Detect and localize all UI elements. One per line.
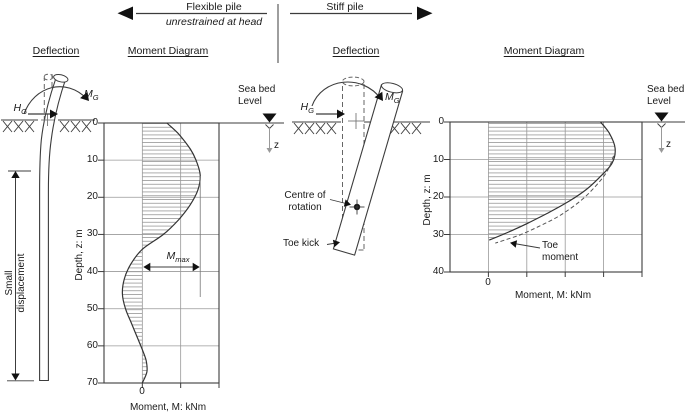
flexible-plot-moment-curve xyxy=(121,122,201,384)
z-axis-label-right: z xyxy=(666,139,671,150)
toe-moment-leader xyxy=(513,243,541,249)
stiff-pile-original-cap xyxy=(341,76,365,87)
seabed-right-triangle-icon xyxy=(654,112,669,122)
seabed-left-figure-hatch xyxy=(70,120,81,133)
sea-bed-label-right: Sea bed xyxy=(647,84,685,95)
stiff-plot-depth-tick-label: 40 xyxy=(432,266,444,277)
stiff-plot-depth-tick-label: 10 xyxy=(432,153,444,165)
toe-kick-leader-arrow xyxy=(332,239,340,248)
seabed-left-v xyxy=(265,124,270,129)
toe-moment-leader-arrow xyxy=(510,240,518,248)
flexible-plot-depth-tick-label: 20 xyxy=(86,191,98,203)
stiff-plot-depth-tick-label: 0 xyxy=(438,116,444,127)
mg-moment-arc-right xyxy=(311,81,382,107)
stiff-pile xyxy=(332,84,404,256)
flexible-pile-cap xyxy=(53,73,69,83)
flexible-plot-depth-tick-label: 30 xyxy=(86,228,98,240)
stiff-plot-toe-moment-curve xyxy=(495,155,615,244)
seabed-mid-figure-left-hatch xyxy=(315,122,326,135)
flexible-plot-depth-tick-label: 10 xyxy=(86,154,98,166)
z-axis-arrow-left-head xyxy=(266,148,273,153)
seabed-left-figure-hatch xyxy=(24,120,35,133)
hg-arrowhead-right xyxy=(337,109,345,119)
hg-label-right: HG xyxy=(300,101,314,116)
flexible-plot-depth-tick-label: 70 xyxy=(86,377,98,388)
z-axis-arrow-right-head xyxy=(658,148,665,153)
moment-axis-label-left: Moment, M: kNm xyxy=(129,402,207,413)
seabed-mid-figure-right-hatch xyxy=(389,122,400,135)
flexible-pile-subtitle: unrestrained at head xyxy=(165,16,263,28)
label-moment-diagram-right: Moment Diagram xyxy=(503,45,585,57)
seabed-left-figure-hatch xyxy=(13,120,24,133)
flexible-pile-title: Flexible pile xyxy=(186,1,242,13)
mmax-arrow-left xyxy=(143,262,151,272)
small-displacement-arrow-down xyxy=(11,373,20,381)
centre-of-rotation-leader-arrow xyxy=(343,199,351,207)
seabed-right-v xyxy=(661,123,666,128)
seabed-left-figure-hatch xyxy=(81,120,92,133)
mmax-label: Mmax xyxy=(166,250,190,265)
level-label-right: Level xyxy=(647,96,671,107)
stiff-plot-moment-area xyxy=(488,122,616,241)
flexible-plot-depth-tick-label: 60 xyxy=(86,339,98,351)
toe-kick-label: Toe kick xyxy=(283,238,320,249)
label-moment-diagram-left: Moment Diagram xyxy=(127,45,209,57)
seabed-left-figure-hatch xyxy=(59,120,70,133)
seabed-left-triangle-icon xyxy=(262,113,277,123)
label-deflection-left: Deflection xyxy=(32,45,80,57)
mg-arrowhead-right xyxy=(374,91,383,101)
seabed-mid-figure-left-hatch xyxy=(304,122,315,135)
mg-arrowhead-left xyxy=(80,91,89,101)
seabed-right-v xyxy=(657,123,662,128)
flexible-pile xyxy=(39,77,67,382)
stiff-pile-title: Stiff pile xyxy=(326,1,364,13)
mg-label-right: MG xyxy=(385,91,400,106)
flexible-pile-original-cap xyxy=(43,73,54,81)
stiff-plot-depth-tick-label: 20 xyxy=(432,191,444,202)
sea-bed-label-left: Sea bed xyxy=(238,84,276,95)
mmax-arrow-right xyxy=(192,262,200,272)
hg-label-left: HG xyxy=(13,102,27,117)
flexible-plot-frame xyxy=(103,122,220,384)
arrow-right-icon xyxy=(417,6,433,20)
flexible-plot-depth-tick-label: 50 xyxy=(86,302,98,314)
small-displacement-arrow-up xyxy=(11,171,20,178)
stiff-plot-moment-curve xyxy=(488,121,616,241)
seabed-left-figure-hatch xyxy=(2,120,13,133)
seabed-mid-figure-left-hatch xyxy=(326,122,337,135)
moment-axis-label-right: Moment, M: kNm xyxy=(514,290,592,301)
seabed-mid-figure-left-hatch xyxy=(293,122,304,135)
stiff-pile-cap xyxy=(380,82,404,94)
hg-arrowhead-left xyxy=(50,109,58,119)
seabed-mid-figure-right-hatch xyxy=(400,122,411,135)
mg-moment-arc-left xyxy=(23,86,88,115)
flexible-plot-depth-tick-label: 0 xyxy=(92,117,98,128)
stiff-plot-depth-tick-label: 30 xyxy=(432,228,444,240)
seabed-mid-figure-right-hatch xyxy=(411,122,422,135)
label-deflection-right: Deflection xyxy=(332,45,380,57)
zero-tick-right: 0 xyxy=(485,277,491,288)
seabed-left-v xyxy=(269,124,274,129)
arrow-left-icon xyxy=(117,6,133,20)
mg-label-left: MG xyxy=(84,88,99,103)
z-axis-label-left: z xyxy=(274,140,279,151)
flexible-plot-depth-tick-label: 40 xyxy=(86,265,98,277)
zero-tick-left: 0 xyxy=(139,386,145,397)
level-label-left: Level xyxy=(238,96,262,107)
